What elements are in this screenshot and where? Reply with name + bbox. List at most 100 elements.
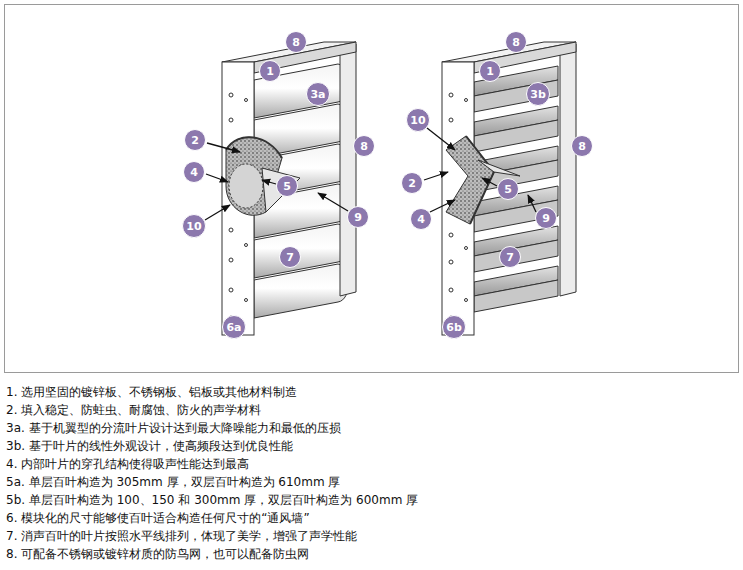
louver-art-part: [245, 299, 248, 302]
louver-art-part: [474, 200, 558, 232]
louver-illustration: [0, 0, 743, 380]
louver-art-part: [226, 137, 282, 158]
note-line: 5a. 单层百叶构造为 305mm 厚，双层百叶构造为 610mm 厚: [6, 473, 736, 491]
louver-art-part: [465, 299, 468, 302]
callout-number: 6b: [446, 322, 462, 333]
louver-art-part: [474, 120, 558, 152]
callout-circle: 4: [410, 208, 432, 230]
louver-art-part: [207, 143, 240, 152]
leader-lines: [205, 128, 536, 220]
louver-art-part: [205, 205, 230, 220]
louver-art-part: [528, 195, 536, 212]
louver-art-part: [465, 247, 468, 250]
louver-art-part: [478, 160, 520, 176]
note-line: 2. 填入稳定、防蛀虫、耐腐蚀、防火的声学材料: [6, 401, 736, 419]
callout-number: 3b: [530, 89, 546, 100]
louver-art-part: [430, 200, 455, 212]
callout-circle: 8: [285, 31, 307, 53]
note-line: 7. 消声百叶的叶片按照水平线排列，体现了美学，增强了声学性能: [6, 527, 736, 545]
louver-art-part: [229, 258, 233, 262]
louver-art-part: [229, 93, 248, 320]
louver-art-part: [229, 228, 233, 232]
frame-border: [5, 5, 739, 373]
louver-art-part: [449, 118, 453, 122]
callout-number: 8: [292, 37, 300, 48]
callout-circle: 2: [184, 129, 206, 151]
louver-art-part: [427, 128, 455, 150]
linear-louver: [442, 42, 576, 335]
louver-art-part: [466, 136, 494, 224]
louver-art-part: [449, 93, 453, 97]
louver-art-part: [560, 44, 576, 296]
callout-circle: 3b: [526, 82, 550, 106]
louver-art-part: [262, 168, 300, 212]
callout-number: 1: [486, 66, 494, 77]
callout-number: 8: [578, 141, 586, 152]
callout-circle: 7: [499, 246, 521, 268]
callout-circle: 6a: [222, 315, 246, 339]
note-line: 5b. 单层百叶构造为 100、150 和 300mm 厚，双层百叶构造为 60…: [6, 491, 736, 509]
notes-list: 1. 选用坚固的镀锌板、不锈钢板、铝板或其他材料制造2. 填入稳定、防蛀虫、耐腐…: [6, 383, 736, 563]
louver-art-part: [254, 264, 349, 318]
callout-circle: 7: [279, 246, 301, 268]
callout-number: 8: [360, 141, 368, 152]
louver-art-part: [229, 118, 233, 122]
louver-art-part: [474, 80, 558, 112]
callout-circle: 2: [401, 172, 423, 194]
callout-circle: 5: [497, 178, 519, 200]
note-line: 3b. 基于叶片的线性外观设计，使高频段达到优良性能: [6, 437, 736, 455]
callout-circle: 8: [571, 135, 593, 157]
callout-circle: 1: [479, 60, 501, 82]
callout-number: 1: [266, 66, 274, 77]
note-line: 3a. 基于机翼型的分流叶片设计达到最大降噪能力和最低的压损: [6, 419, 736, 437]
callout-circle: 3a: [306, 82, 330, 106]
callout-circle: 9: [535, 207, 557, 229]
louver-art-part: [424, 172, 448, 180]
note-line: 8. 可配备不锈钢或镀锌材质的防鸟网，也可以配备防虫网: [6, 545, 736, 563]
callout-number: 2: [408, 178, 416, 189]
note-line: 6. 模块化的尺寸能够使百叶适合构造任何尺寸的“通风墙”: [6, 509, 736, 527]
callout-number: 9: [354, 212, 362, 223]
louver-art-part: [245, 99, 248, 102]
callout-number: 8: [512, 37, 520, 48]
callout-circle: 9: [347, 206, 369, 228]
louver-art-part: [465, 99, 468, 102]
callout-circle: 8: [353, 135, 375, 157]
callout-number: 7: [506, 252, 514, 263]
louver-art-part: [318, 193, 348, 211]
louver-art-part: [229, 288, 233, 292]
louver-art-part: [449, 93, 468, 320]
callout-layer: 8 1 3a 8 2 4 5 10 9 7 6a 8 1 3b 10 8 2 5 4 9 7 6b: [0, 0, 743, 380]
note-line: 1. 选用坚固的镀锌板、不锈钢板、铝板或其他材料制造: [6, 383, 736, 401]
airfoil-louver: [222, 42, 356, 335]
callout-circle: 4: [183, 161, 205, 183]
louver-art-part: [449, 288, 453, 292]
callout-number: 4: [417, 214, 425, 225]
louver-art-part: [449, 233, 453, 237]
louver-art-part: [229, 93, 233, 97]
callout-circle: 10: [182, 214, 206, 238]
callout-number: 9: [542, 213, 550, 224]
callout-circle: 8: [505, 31, 527, 53]
louver-art-part: [449, 260, 453, 264]
callout-number: 10: [410, 115, 425, 126]
louver-art-part: [474, 240, 558, 272]
callout-circle: 10: [406, 108, 430, 132]
callout-circle: 1: [259, 60, 281, 82]
note-line: 4. 内部叶片的穿孔结构使得吸声性能达到最高: [6, 455, 736, 473]
callout-circle: 5: [276, 175, 298, 197]
louver-art-part: [229, 164, 263, 208]
louver-art-part: [206, 174, 228, 182]
callout-number: 7: [286, 252, 294, 263]
callout-number: 4: [190, 167, 198, 178]
louver-art-part: [340, 44, 356, 296]
callout-circle: 6b: [442, 315, 466, 339]
louver-art-part: [474, 280, 558, 312]
louver-art-part: [482, 178, 497, 186]
callout-number: 2: [191, 135, 199, 146]
louver-art-part: [262, 180, 276, 184]
callout-number: 5: [283, 181, 291, 192]
louver-art-part: [245, 244, 248, 247]
callout-number: 3a: [310, 89, 325, 100]
callout-number: 10: [186, 221, 201, 232]
